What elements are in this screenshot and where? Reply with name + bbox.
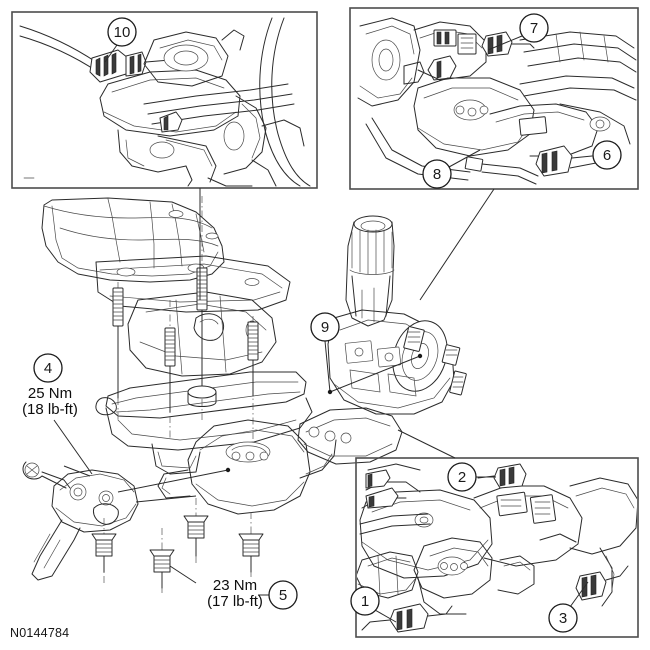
connector-line-bottom-right xyxy=(397,429,456,459)
callout-9-circle xyxy=(310,312,340,342)
leader-6 xyxy=(569,162,597,169)
panel-top-left-border xyxy=(11,11,318,189)
upper-steering-shaft xyxy=(345,215,395,327)
panel-connector-lines xyxy=(199,188,495,459)
leader-7 xyxy=(487,35,523,51)
callout-8-circle xyxy=(422,159,452,189)
callout-10-circle xyxy=(107,17,137,47)
callout-7-label: 7 xyxy=(530,20,538,37)
callout-6-circle xyxy=(592,140,622,170)
stud-a xyxy=(112,282,124,420)
leader-9-to-shaft xyxy=(329,355,421,393)
dot-9 xyxy=(327,389,333,395)
bolt-1 xyxy=(91,518,117,586)
callout-4[interactable]: 4 xyxy=(33,353,63,383)
leader-23nm-torque xyxy=(169,565,197,584)
callout-8-label: 8 xyxy=(433,166,441,183)
inset-connector-3 xyxy=(575,565,629,601)
inset-connector-6 xyxy=(535,145,593,177)
callout-7[interactable]: 7 xyxy=(519,13,549,43)
leader-8 xyxy=(448,149,481,168)
callout-1-circle xyxy=(350,586,380,616)
callout-2-circle xyxy=(447,462,477,492)
inset-connector-10 xyxy=(89,49,177,83)
inset-connector-1 xyxy=(361,603,453,633)
callout-8[interactable]: 8 xyxy=(422,159,452,189)
callout-5-label: 5 xyxy=(279,587,287,604)
bolt-2 xyxy=(149,528,175,596)
callout-3-circle xyxy=(548,603,578,633)
leader-3 xyxy=(569,581,589,608)
leader-4-torque xyxy=(53,419,93,475)
intermediate-shaft-ujoint xyxy=(22,461,139,581)
inset-connector-2 xyxy=(477,463,527,489)
bolt-4 xyxy=(238,512,264,580)
leader-9 xyxy=(324,340,331,393)
callout-9[interactable]: 9 xyxy=(310,312,340,342)
callout-1-label: 1 xyxy=(361,593,369,610)
callout-3-label: 3 xyxy=(559,610,567,627)
callout-4-label: 4 xyxy=(44,360,52,377)
dot-column xyxy=(225,467,231,473)
callout-2[interactable]: 2 xyxy=(447,462,477,492)
column-lower-switch-body xyxy=(297,407,403,465)
callout-9-label: 9 xyxy=(321,319,329,336)
steering-column-motor-housing xyxy=(157,419,337,515)
callout-1[interactable]: 1 xyxy=(350,586,380,616)
bottom-right-inset-art xyxy=(357,463,637,633)
callout-target-dots xyxy=(225,353,423,473)
torque-upper-nm: 25 Nm xyxy=(28,385,72,402)
torque-lower-nm: 23 Nm xyxy=(213,577,257,594)
torque-spec-lower: 23 Nm (17 lb-ft) xyxy=(207,577,263,610)
torque-spec-upper: 25 Nm (18 lb-ft) xyxy=(22,385,78,418)
callout-leader-lines xyxy=(53,35,597,623)
connector-line-top-right xyxy=(419,188,495,301)
bolt-3 xyxy=(183,498,209,566)
callout-5-circle xyxy=(268,580,298,610)
callout-2-label: 2 xyxy=(458,469,466,486)
callout-10-label: 10 xyxy=(114,24,131,41)
mounting-bolts xyxy=(91,498,264,596)
leader-ujoint-c xyxy=(63,465,91,477)
threaded-studs xyxy=(112,196,259,440)
document-id-label: N0144784 xyxy=(10,626,69,640)
top-right-inset-art xyxy=(357,17,637,185)
callout-5[interactable]: 5 xyxy=(268,580,298,610)
callout-10[interactable]: 10 xyxy=(107,17,137,47)
panel-bottom-right-border xyxy=(355,457,639,638)
callout-6[interactable]: 6 xyxy=(592,140,622,170)
torque-lower-lbft: (17 lb-ft) xyxy=(207,593,263,610)
upper-mounting-bracket xyxy=(41,197,225,283)
leader-10 xyxy=(104,44,118,63)
lower-bracket-rail xyxy=(105,397,313,475)
callout-4-circle xyxy=(33,353,63,383)
stud-b xyxy=(164,300,176,440)
callout-6-label: 6 xyxy=(603,147,611,164)
leader-1 xyxy=(374,609,397,623)
leader-ujoint-b xyxy=(135,495,197,503)
stud-d xyxy=(247,316,259,440)
dot-shaft xyxy=(417,353,423,359)
callout-3[interactable]: 3 xyxy=(548,603,578,633)
torque-upper-lbft: (18 lb-ft) xyxy=(22,401,78,418)
top-left-inset-art xyxy=(19,17,311,187)
callout-7-circle xyxy=(519,13,549,43)
leader-ujoint-a xyxy=(117,469,229,493)
